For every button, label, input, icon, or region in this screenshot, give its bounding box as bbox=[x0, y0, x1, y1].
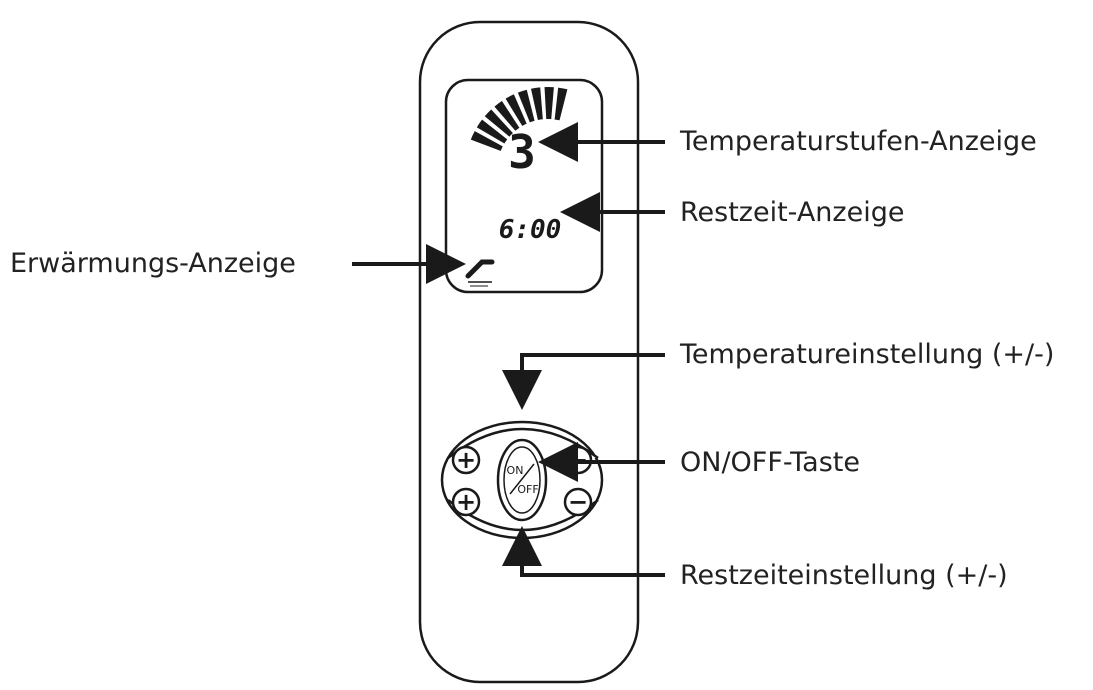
temperature-level-segment bbox=[542, 85, 557, 122]
on-off-button-label: ON/OFF-Taste bbox=[680, 447, 860, 478]
off-label: OFF bbox=[517, 483, 538, 496]
on-label: ON bbox=[507, 464, 524, 477]
temperature-level-value: 3 bbox=[508, 125, 536, 179]
temperature-level-segment bbox=[474, 116, 511, 147]
remaining-time-setting-arrow bbox=[502, 526, 665, 577]
temperature-plus-label: + bbox=[456, 446, 476, 474]
temperature-level-segment bbox=[468, 128, 506, 154]
temperature-setting-arrow bbox=[502, 353, 665, 410]
temperature-level-arc bbox=[468, 85, 570, 154]
remaining-time-display-label: Restzeit-Anzeige bbox=[680, 197, 904, 228]
on-off-button[interactable]: ON OFF bbox=[496, 438, 548, 522]
temperature-level-display-label: Temperaturstufen-Anzeige bbox=[679, 126, 1037, 157]
time-plus-label: + bbox=[456, 488, 476, 516]
temperature-level-segment bbox=[502, 91, 530, 129]
temperature-level-segment bbox=[491, 98, 523, 134]
temperature-level-segment bbox=[552, 85, 570, 123]
remaining-time-setting-label: Restzeiteinstellung (+/-) bbox=[680, 560, 1008, 591]
temperature-setting-label: Temperatureinstellung (+/-) bbox=[679, 339, 1054, 370]
temperature-level-segment bbox=[515, 87, 538, 125]
time-minus-button[interactable]: − bbox=[563, 487, 593, 517]
heating-display-label: Erwärmungs-Anzeige bbox=[10, 248, 296, 279]
remaining-time-value: 6:00 bbox=[499, 215, 562, 245]
temperature-level-segment bbox=[481, 106, 516, 140]
time-minus-label: − bbox=[568, 488, 588, 516]
heating-indicator-icon bbox=[465, 259, 495, 287]
temperature-level-segment bbox=[528, 85, 545, 123]
time-plus-button[interactable]: + bbox=[451, 487, 481, 517]
temperature-plus-button[interactable]: + bbox=[451, 445, 481, 475]
